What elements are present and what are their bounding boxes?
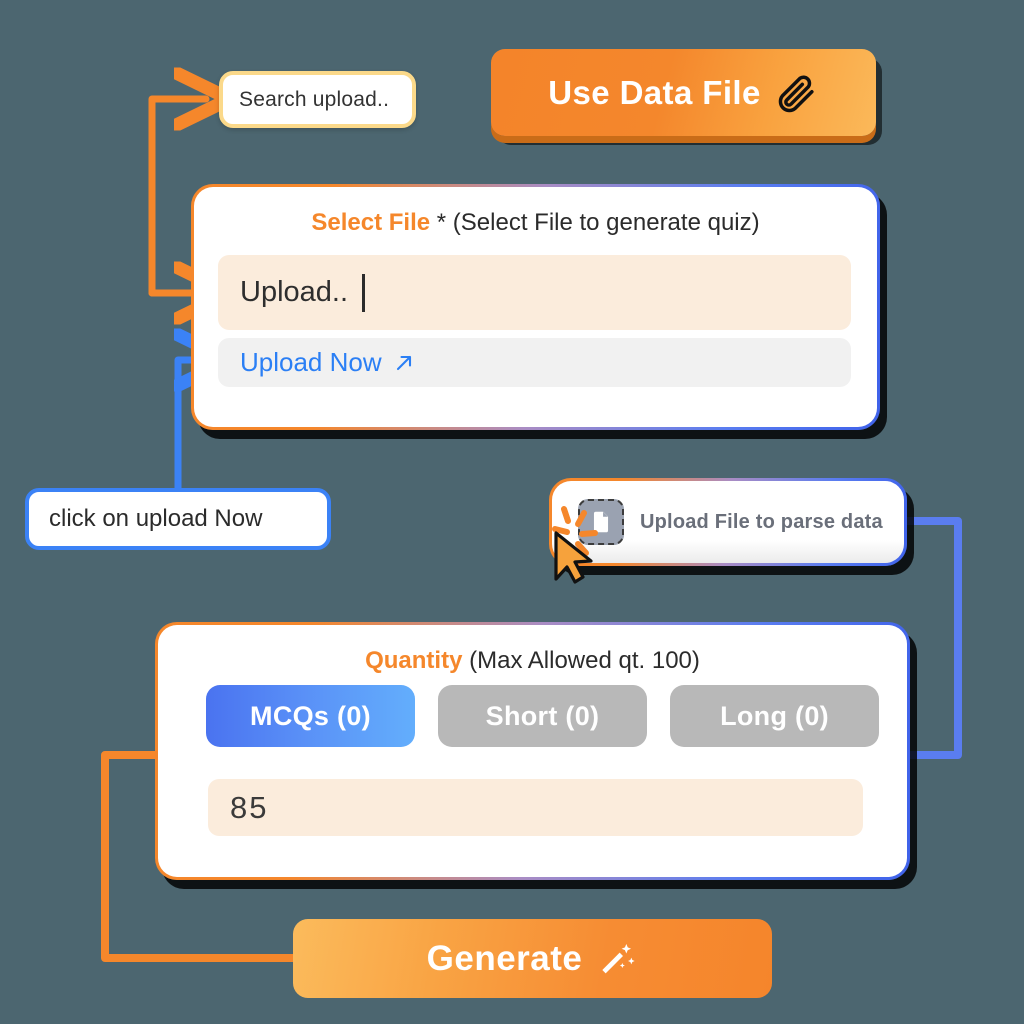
- select-file-title-highlight: Select File: [311, 209, 431, 236]
- quantity-title-rest: (Max Allowed qt. 100): [469, 647, 700, 674]
- upload-now-button[interactable]: Upload Now: [218, 338, 851, 387]
- tab-long[interactable]: Long (0): [670, 685, 879, 747]
- select-file-title: Select File * (Select File to generate q…: [194, 187, 877, 237]
- quantity-input[interactable]: 85: [208, 779, 863, 836]
- upload-now-label: Upload Now: [240, 347, 382, 377]
- tab-long-label: Long (0): [720, 700, 829, 731]
- tab-mcqs-label: MCQs (0): [250, 700, 371, 731]
- callout-text: click on upload Now: [49, 505, 263, 532]
- generate-button[interactable]: Generate: [293, 919, 772, 998]
- quantity-card: Quantity (Max Allowed qt. 100) MCQs (0) …: [155, 622, 910, 880]
- quantity-title-highlight: Quantity: [365, 647, 463, 674]
- select-file-card: Select File * (Select File to generate q…: [191, 184, 880, 430]
- callout-click-on-upload-now: click on upload Now: [25, 488, 331, 550]
- file-document-icon: [578, 499, 624, 545]
- quantity-tabs: MCQs (0) Short (0) Long (0): [206, 685, 879, 747]
- tab-short-label: Short (0): [485, 700, 600, 731]
- arrow-up-right-icon: [396, 355, 411, 370]
- use-data-file-label: Use Data File: [548, 73, 761, 111]
- quantity-title: Quantity (Max Allowed qt. 100): [158, 625, 907, 675]
- quantity-input-value: 85: [230, 789, 269, 825]
- select-file-title-rest: * (Select File to generate quiz): [436, 209, 760, 236]
- wire-quantity-to-generate: [101, 751, 304, 962]
- magic-wand-icon: [602, 943, 636, 973]
- search-upload-text: Search upload..: [239, 87, 390, 111]
- text-caret: [362, 273, 366, 312]
- search-upload-input[interactable]: Search upload..: [219, 71, 416, 128]
- tab-short[interactable]: Short (0): [438, 685, 647, 747]
- wire-parse-to-quantity: [899, 517, 962, 759]
- tab-mcqs[interactable]: MCQs (0): [206, 685, 415, 747]
- upload-file-value: Upload..: [240, 276, 349, 308]
- generate-label: Generate: [426, 938, 583, 978]
- parse-card-label: Upload File to parse data: [640, 510, 883, 533]
- upload-file-input[interactable]: Upload..: [218, 255, 851, 330]
- paperclip-icon: [778, 74, 814, 112]
- upload-file-to-parse-data-card[interactable]: Upload File to parse data: [549, 478, 907, 566]
- use-data-file-button[interactable]: Use Data File: [491, 49, 876, 136]
